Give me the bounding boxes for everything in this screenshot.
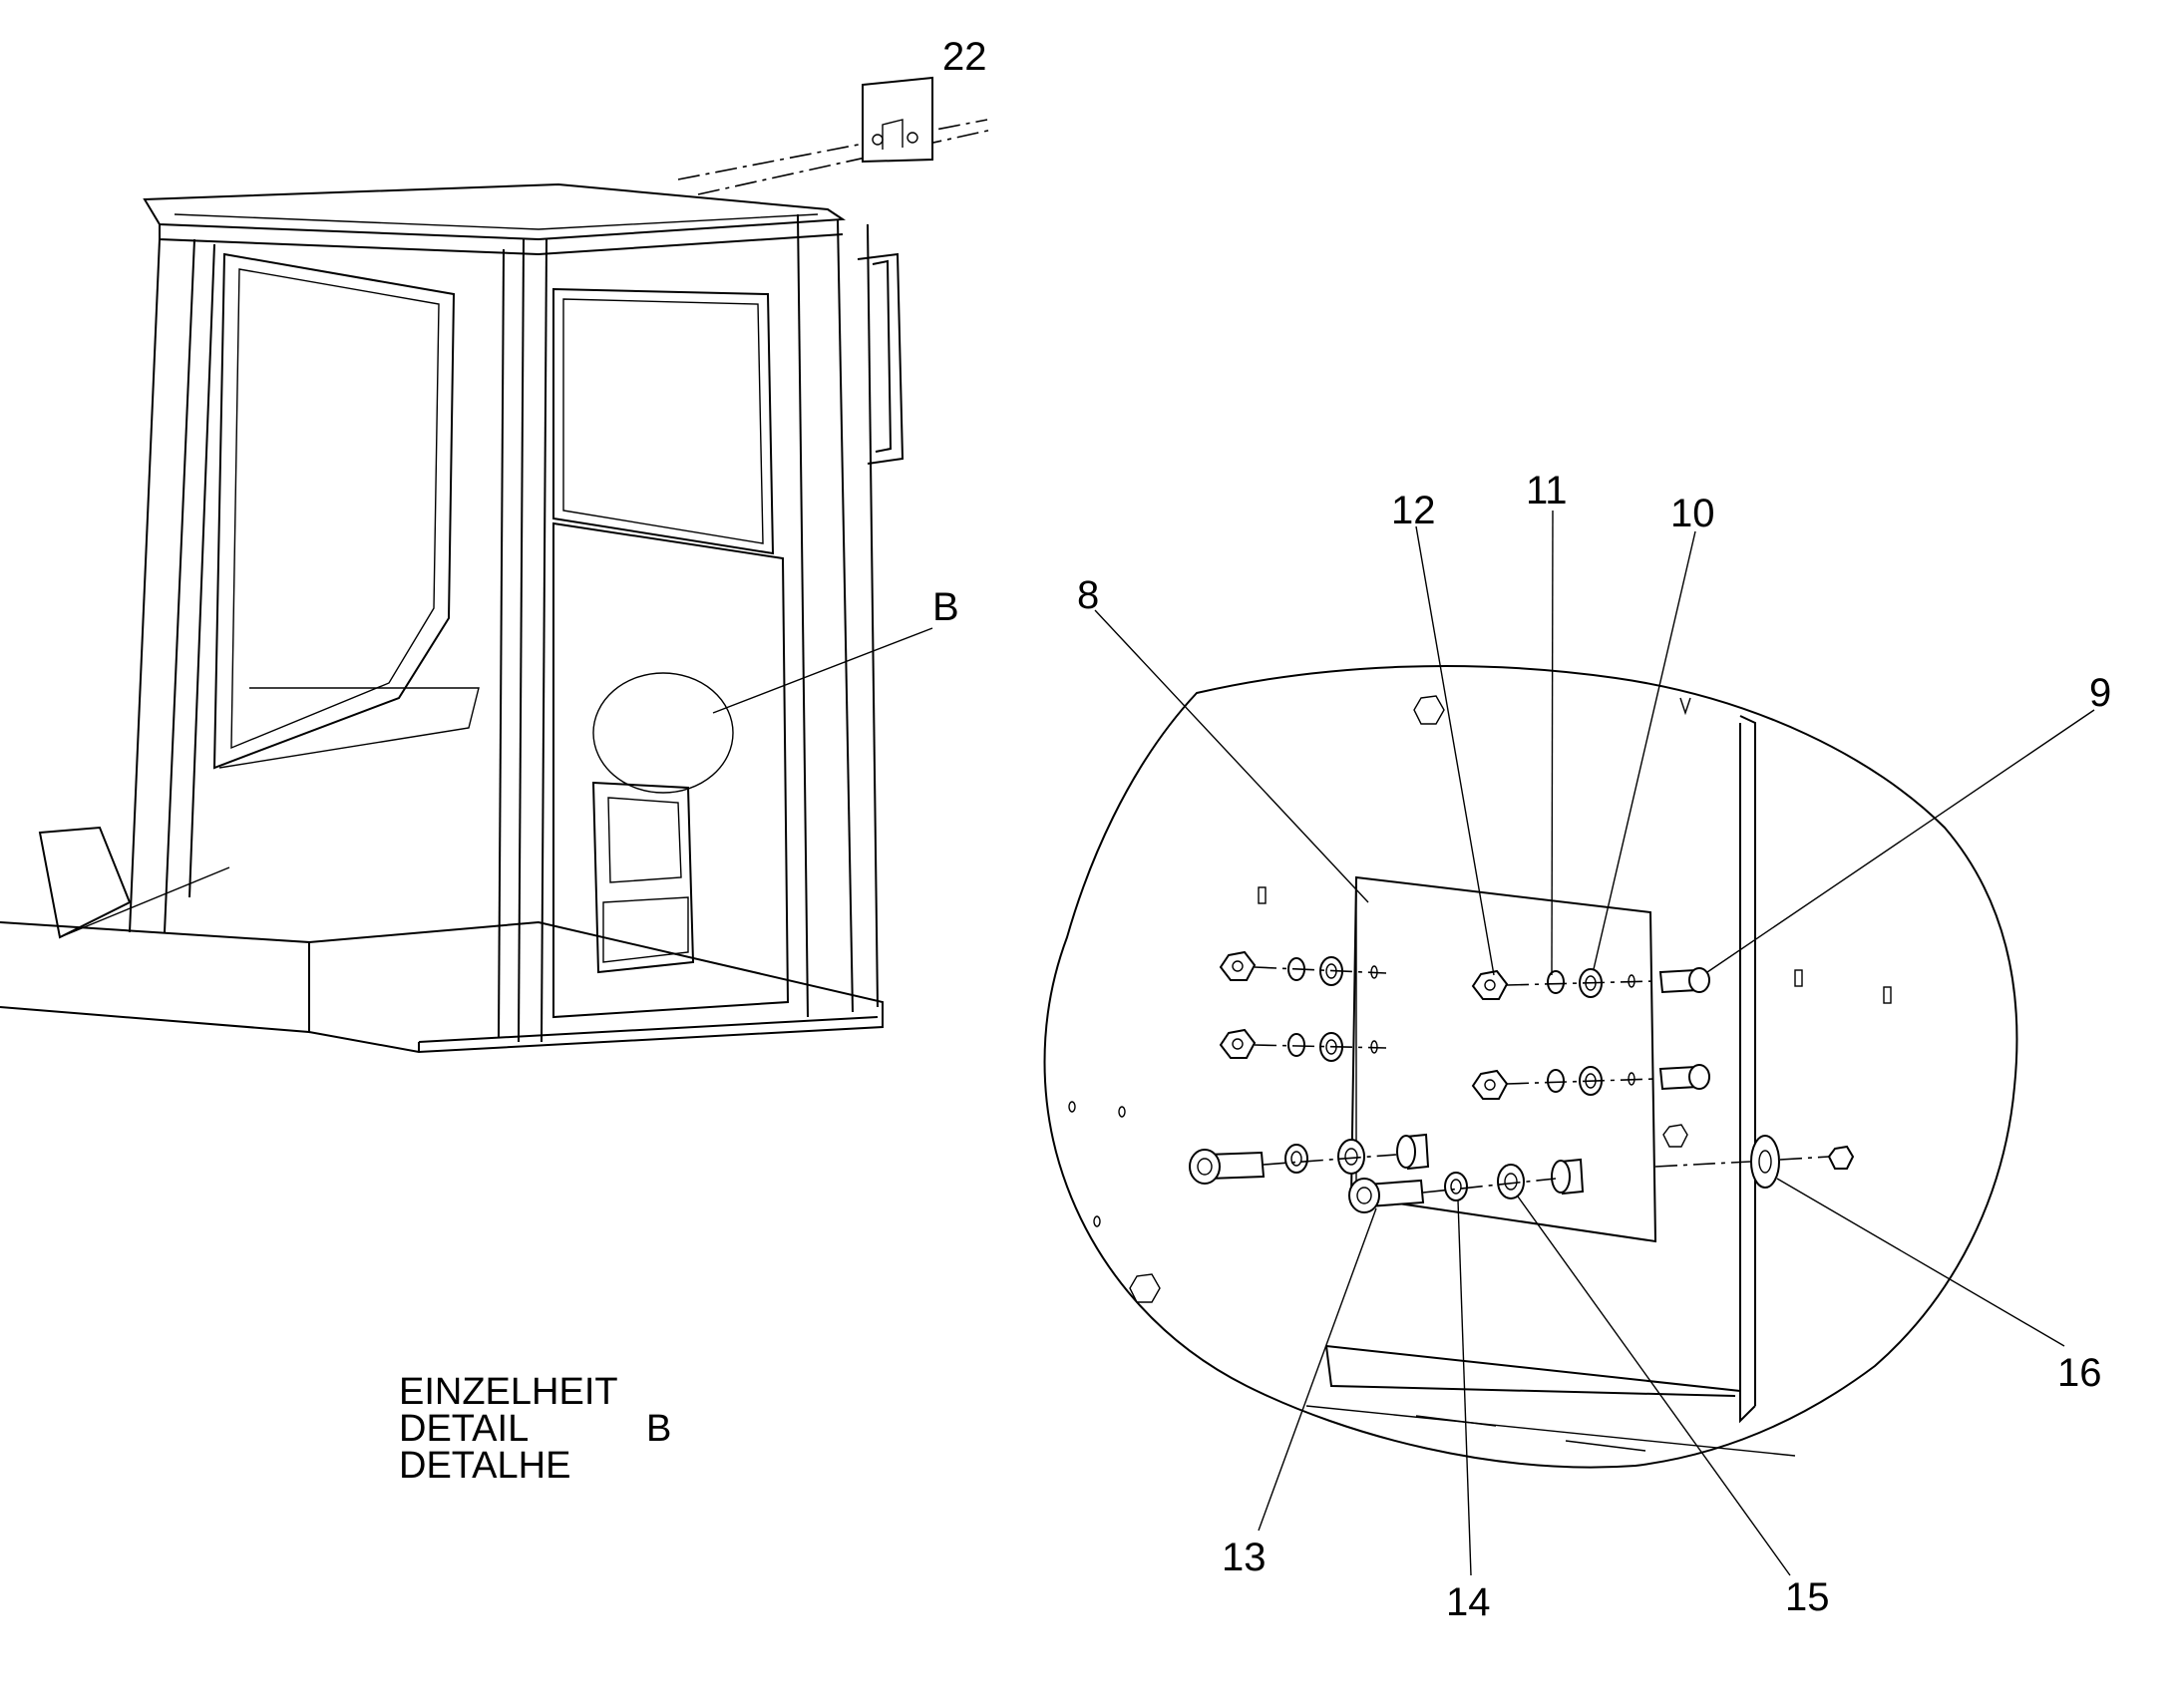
leader-lines (1094, 510, 2095, 1576)
callout-22: 22 (942, 35, 987, 79)
callout-11: 11 (1526, 469, 1568, 512)
leader-b (712, 627, 933, 714)
caption-detalhe: DETALHE (399, 1445, 570, 1487)
callout-b: B (932, 585, 959, 629)
detail-caption: EINZELHEIT DETAIL DETALHE B (399, 1371, 671, 1487)
callout-12: 12 (1391, 489, 1436, 532)
callout-14: 14 (1446, 1580, 1491, 1624)
callout-13: 13 (1222, 1536, 1267, 1579)
callout-15: 15 (1785, 1575, 1830, 1619)
caption-letter-b: B (646, 1408, 671, 1450)
bracket-part-22 (862, 76, 933, 164)
callout-8: 8 (1077, 573, 1099, 617)
callout-10: 10 (1670, 492, 1715, 535)
callout-16: 16 (2057, 1351, 2102, 1395)
detail-b-view (1043, 665, 2018, 1469)
caption-einzelheit: EINZELHEIT (399, 1371, 618, 1413)
callout-9: 9 (2089, 671, 2111, 715)
cab-assembly (0, 119, 993, 1054)
caption-detail: DETAIL (399, 1408, 529, 1450)
